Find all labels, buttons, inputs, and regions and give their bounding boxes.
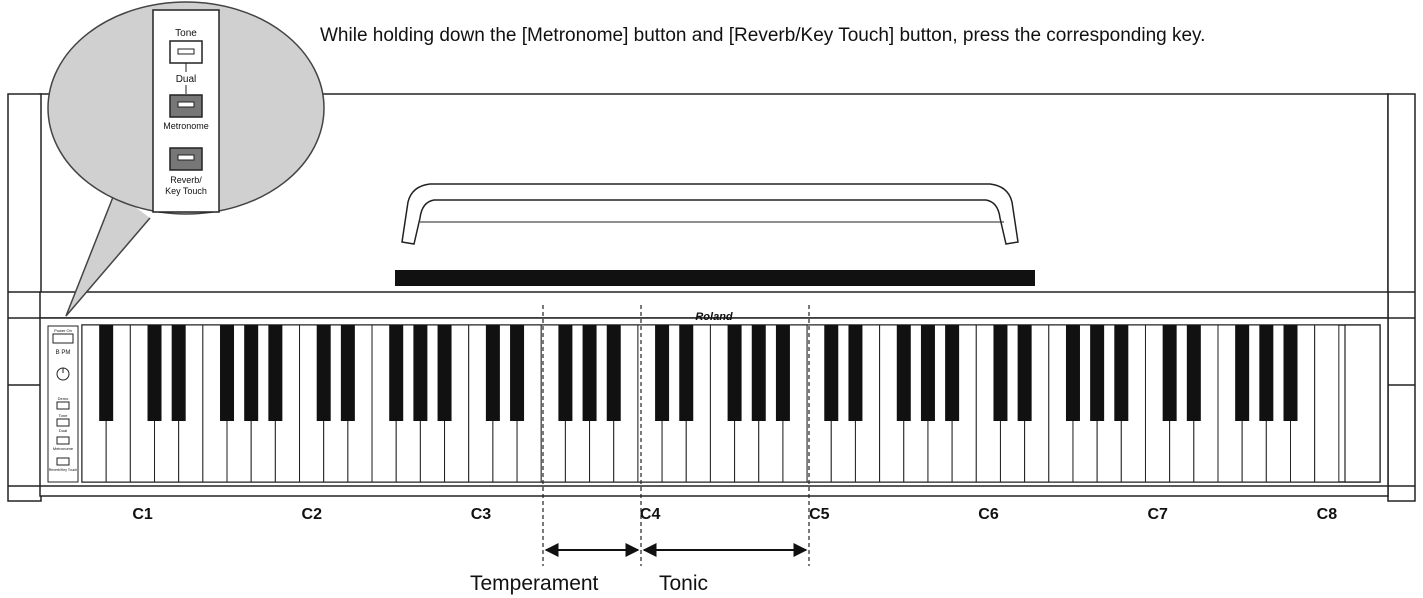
black-key[interactable]	[558, 325, 573, 421]
black-key[interactable]	[485, 325, 500, 421]
black-key[interactable]	[316, 325, 331, 421]
zoom-tone-label: Tone	[175, 28, 197, 39]
side-reverb-button[interactable]	[56, 457, 70, 466]
octave-label-c5: C5	[809, 506, 830, 523]
black-key[interactable]	[824, 325, 839, 421]
black-key[interactable]	[220, 325, 235, 421]
zoom-reverb-label-1: Reverb/	[170, 175, 202, 185]
side-tone-label: Tone	[59, 413, 68, 418]
black-key[interactable]	[1017, 325, 1032, 421]
range-markers	[542, 305, 810, 566]
black-key[interactable]	[848, 325, 863, 421]
black-keys	[99, 325, 1298, 421]
side-metronome-label: Metronome	[53, 446, 74, 451]
black-key[interactable]	[1283, 325, 1298, 421]
black-key[interactable]	[751, 325, 766, 421]
black-key[interactable]	[727, 325, 742, 421]
black-key[interactable]	[268, 325, 283, 421]
right-side-panel	[1387, 93, 1416, 502]
black-key[interactable]	[340, 325, 355, 421]
octave-label-c1: C1	[132, 506, 153, 523]
black-key[interactable]	[1235, 325, 1250, 421]
side-metronome-button[interactable]	[56, 436, 70, 445]
black-key[interactable]	[171, 325, 186, 421]
black-key[interactable]	[389, 325, 404, 421]
octave-label-c6: C6	[978, 506, 999, 523]
black-key[interactable]	[1090, 325, 1105, 421]
temperament-label: Temperament	[470, 572, 599, 595]
black-key[interactable]	[1114, 325, 1129, 421]
octave-label-c4: C4	[640, 506, 661, 523]
instruction-text: While holding down the [Metronome] butto…	[320, 25, 1206, 46]
black-key[interactable]	[679, 325, 694, 421]
music-rest	[395, 183, 1035, 286]
power-label: Power On	[54, 328, 72, 333]
black-key[interactable]	[437, 325, 452, 421]
side-control-panel: Power On B PM Demo Tone Dual Metronome R…	[47, 325, 79, 483]
black-key[interactable]	[1065, 325, 1080, 421]
octave-label-c7: C7	[1147, 506, 1168, 523]
zoom-dual-label: Dual	[176, 74, 197, 85]
black-key[interactable]	[413, 325, 428, 421]
side-tone-button[interactable]	[56, 418, 70, 427]
octave-labels: C1 C2 C3 C4 C5 C6 C7 C8	[132, 506, 1337, 523]
black-key[interactable]	[1186, 325, 1201, 421]
left-side-panel	[7, 93, 42, 502]
black-key[interactable]	[1162, 325, 1177, 421]
black-key[interactable]	[147, 325, 162, 421]
black-key[interactable]	[920, 325, 935, 421]
black-key[interactable]	[775, 325, 790, 421]
zoom-callout: Tone Dual Metronome Reverb/ Key Touch	[47, 1, 325, 317]
brand-text: Roland	[695, 311, 733, 323]
demo-label: Demo	[58, 396, 69, 401]
black-key[interactable]	[510, 325, 525, 421]
octave-label-c3: C3	[471, 506, 492, 523]
black-key[interactable]	[582, 325, 597, 421]
demo-button[interactable]	[56, 401, 70, 410]
black-key[interactable]	[1259, 325, 1274, 421]
zoom-reverb-label-2: Key Touch	[165, 186, 207, 196]
black-key[interactable]	[244, 325, 259, 421]
music-rest-slot	[395, 270, 1035, 286]
tonic-label: Tonic	[659, 572, 708, 595]
black-key[interactable]	[896, 325, 911, 421]
power-indicator-label: B PM	[56, 350, 71, 356]
black-key[interactable]	[993, 325, 1008, 421]
side-reverb-label: Reverb/Key Touch	[49, 468, 78, 472]
keyboard	[81, 324, 1381, 483]
black-key[interactable]	[945, 325, 960, 421]
keyboard-end-block	[1344, 324, 1381, 483]
lid-front	[39, 291, 1389, 319]
octave-label-c2: C2	[302, 506, 323, 523]
zoom-metronome-label: Metronome	[163, 121, 209, 131]
white-key[interactable]	[1314, 324, 1340, 483]
octave-label-c8: C8	[1317, 506, 1338, 523]
power-button[interactable]	[52, 333, 74, 344]
side-dual-label: Dual	[59, 428, 67, 433]
black-key[interactable]	[99, 325, 114, 421]
black-key[interactable]	[655, 325, 670, 421]
black-key[interactable]	[606, 325, 621, 421]
brand-logo: Roland	[695, 311, 733, 323]
